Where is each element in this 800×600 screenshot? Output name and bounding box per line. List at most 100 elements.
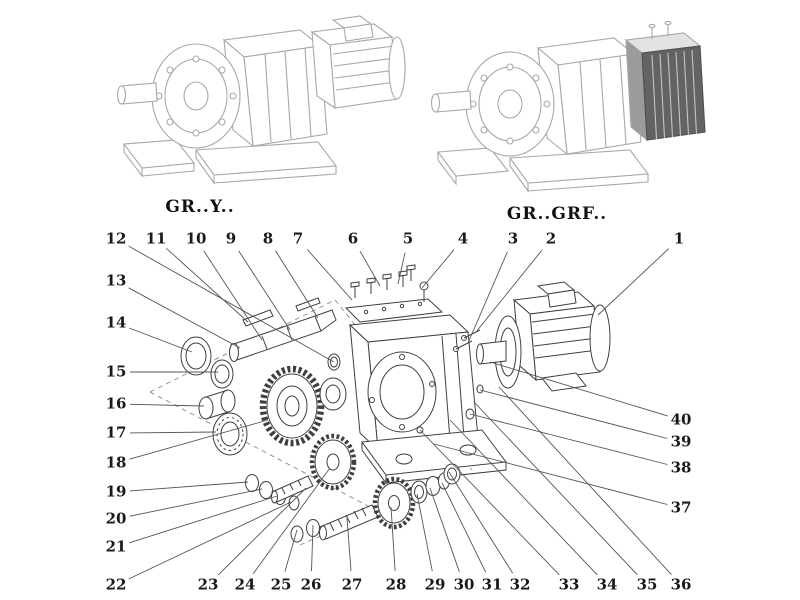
callout-29: 29 [422,575,448,594]
output-shaft [430,90,472,113]
leader-line-23 [217,487,307,576]
output-shaft [116,82,158,105]
leader-line-32 [448,471,513,574]
callout-19: 19 [103,482,129,501]
leader-line-38 [469,413,668,465]
callout-8: 8 [260,229,276,248]
callout-34: 34 [594,575,620,594]
leader-line-11 [166,248,249,323]
leader-line-30 [429,487,460,572]
gear-large [259,365,325,447]
callout-16: 16 [103,394,129,413]
callout-9: 9 [223,229,239,248]
leader-line-5 [397,252,406,285]
leader-line-14 [128,327,193,353]
callout-5: 5 [400,229,416,248]
leader-line-4 [421,249,455,289]
callout-2: 2 [543,229,559,248]
leader-line-40 [489,361,668,417]
callout-27: 27 [339,575,365,594]
leader-line-24 [252,467,331,574]
label-gr-y: GR..Y.. [165,197,235,217]
leader-line-7 [306,249,353,301]
leader-line-36 [498,386,672,576]
leader-line-22 [128,501,292,580]
leader-line-6 [359,250,381,287]
gear-housing [222,29,328,148]
callout-25: 25 [268,575,294,594]
leader-line-27 [346,517,352,572]
callout-1: 1 [671,229,687,248]
label-gr-grf: GR..GRF.. [506,204,608,224]
callout-21: 21 [103,537,129,556]
callout-10: 10 [183,229,209,248]
leader-line-17 [129,431,217,434]
leader-line-35 [473,401,638,576]
fan-cowl [589,304,611,372]
leader-line-29 [416,493,433,572]
callout-18: 18 [103,453,129,472]
output-flange [465,51,555,157]
seals-and-bearings [180,336,248,456]
finned-cover [624,20,706,142]
callout-31: 31 [479,575,505,594]
callout-14: 14 [103,313,129,332]
leader-line-9 [238,250,291,331]
gears [259,365,357,491]
exploded-view [149,264,611,546]
leader-line-21 [129,495,278,544]
callout-37: 37 [668,498,694,517]
motor [310,15,406,110]
leader-line-8 [275,250,319,319]
callout-38: 38 [668,458,694,477]
callout-15: 15 [103,362,129,381]
cover-bolt-set [350,264,429,302]
leader-line-18 [129,419,269,460]
cover-bolts [648,20,672,39]
gear-medium [309,433,357,491]
leader-line-20 [129,488,263,517]
callout-36: 36 [668,575,694,594]
callout-7: 7 [290,229,306,248]
callout-4: 4 [455,229,471,248]
input-shaft-assembly [290,463,461,543]
callout-33: 33 [556,575,582,594]
gear-small [372,476,416,530]
motor-foot [541,372,587,392]
leader-line-26 [311,524,314,572]
intermediate-pinion-shaft [271,475,314,504]
leader-line-39 [479,389,668,439]
base-feet [122,139,338,185]
callout-39: 39 [668,432,694,451]
leader-line-3 [467,251,508,344]
callout-35: 35 [634,575,660,594]
output-shaft-assembly [229,297,341,371]
callout-28: 28 [383,575,409,594]
output-flange [151,43,241,149]
leader-line-2 [475,249,543,333]
callout-13: 13 [103,271,129,290]
callout-20: 20 [103,509,129,528]
callout-24: 24 [232,575,258,594]
leader-line-28 [390,506,396,572]
shaft-key-small [295,297,321,312]
callout-23: 23 [195,575,221,594]
callout-30: 30 [451,575,477,594]
callout-6: 6 [345,229,361,248]
fan-cowl [388,36,406,100]
leader-line-25 [284,529,298,572]
callout-40: 40 [668,410,694,429]
callout-32: 32 [507,575,533,594]
leader-line-31 [441,482,487,573]
callout-3: 3 [505,229,521,248]
leader-line-33 [419,429,560,576]
callout-26: 26 [298,575,324,594]
callout-11: 11 [143,229,169,248]
leader-line-1 [597,248,670,316]
callout-17: 17 [103,423,129,442]
callout-12: 12 [103,229,129,248]
leader-line-16 [129,403,205,407]
leader-line-13 [128,287,241,349]
base-feet [436,147,650,193]
